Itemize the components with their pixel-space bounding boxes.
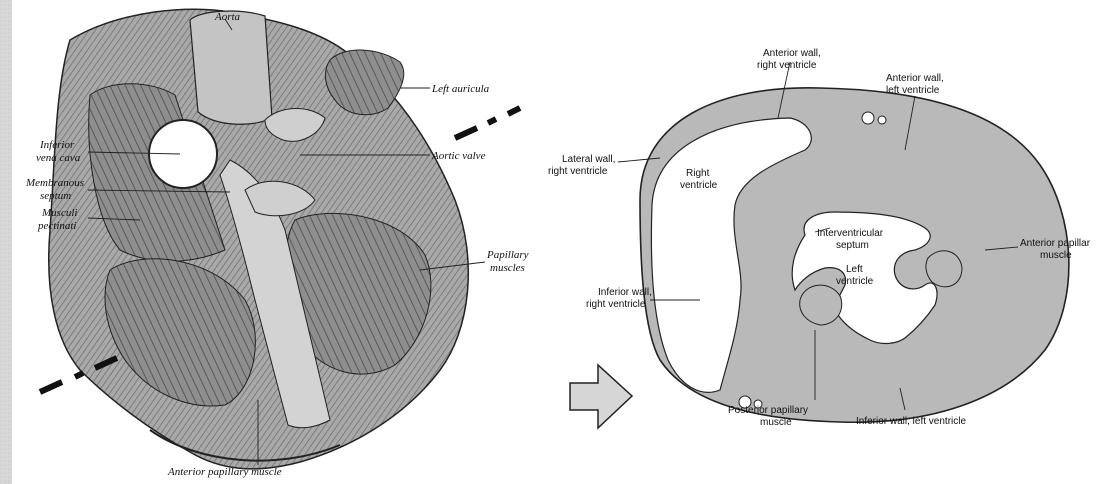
label-anterior-wall-rv-line1: Anterior wall, xyxy=(763,48,821,59)
label-membranous-septum-line2: septum xyxy=(40,190,71,202)
label-aorta: Aorta xyxy=(214,11,241,23)
label-membranous-septum-line1: Membranous xyxy=(25,177,84,189)
label-aortic-valve: Aortic valve xyxy=(431,150,486,162)
label-lateral-wall-rv-line2: right ventricle xyxy=(548,166,608,177)
label-anterior-papillary-line2: muscle xyxy=(1040,250,1072,261)
label-musculi-pectinati-line2: pectinati xyxy=(37,220,77,232)
right-cross-section: Anterior wall, right ventricle Anterior … xyxy=(548,48,1091,428)
label-septum-line2: septum xyxy=(836,240,869,251)
label-right-ventricle-line2: ventricle xyxy=(680,180,718,191)
label-right-ventricle-line1: Right xyxy=(686,168,710,179)
label-left-auricula: Left auricula xyxy=(431,83,490,95)
label-papillary-muscles-line2: muscles xyxy=(490,262,525,274)
label-anterior-wall-lv-line2: left ventricle xyxy=(886,85,940,96)
label-anterior-wall-rv-line2: right ventricle xyxy=(757,60,817,71)
vessel-circle-1 xyxy=(862,112,874,124)
label-left-ventricle-line2: ventricle xyxy=(836,276,874,287)
inferior-vena-cava-opening xyxy=(149,120,217,188)
anterior-papillary-bump xyxy=(926,251,962,287)
left-edge-stipple xyxy=(0,0,12,484)
label-inferior-vena-cava-line1: Inferior xyxy=(39,139,75,151)
label-inferior-wall-lv: Inferior wall, left ventricle xyxy=(856,416,966,427)
label-lateral-wall-rv-line1: Lateral wall, xyxy=(562,154,615,165)
label-posterior-papillary-line1: Posterior papillary xyxy=(728,405,808,416)
label-inferior-vena-cava-line2: vena cava xyxy=(36,152,81,164)
vessel-circle-2 xyxy=(878,116,886,124)
label-anterior-wall-lv-line1: Anterior wall, xyxy=(886,73,944,84)
label-musculi-pectinati-line1: Musculi xyxy=(41,207,77,219)
label-inferior-wall-rv-line2: right ventricle xyxy=(586,299,646,310)
label-inferior-wall-rv-line1: Inferior wall, xyxy=(598,287,652,298)
label-left-ventricle-line1: Left xyxy=(846,264,863,275)
right-arrow-icon xyxy=(570,365,632,428)
label-posterior-papillary-line2: muscle xyxy=(760,417,792,428)
label-anterior-papillary-muscle: Anterior papillary muscle xyxy=(167,466,282,478)
label-papillary-muscles-line1: Papillary xyxy=(486,249,529,261)
label-septum-line1: Interventricular xyxy=(817,228,884,239)
label-anterior-papillary-line1: Anterior papillar xyxy=(1020,238,1091,249)
left-heart-illustration: Aorta Left auricula Inferior vena cava A… xyxy=(0,0,529,484)
